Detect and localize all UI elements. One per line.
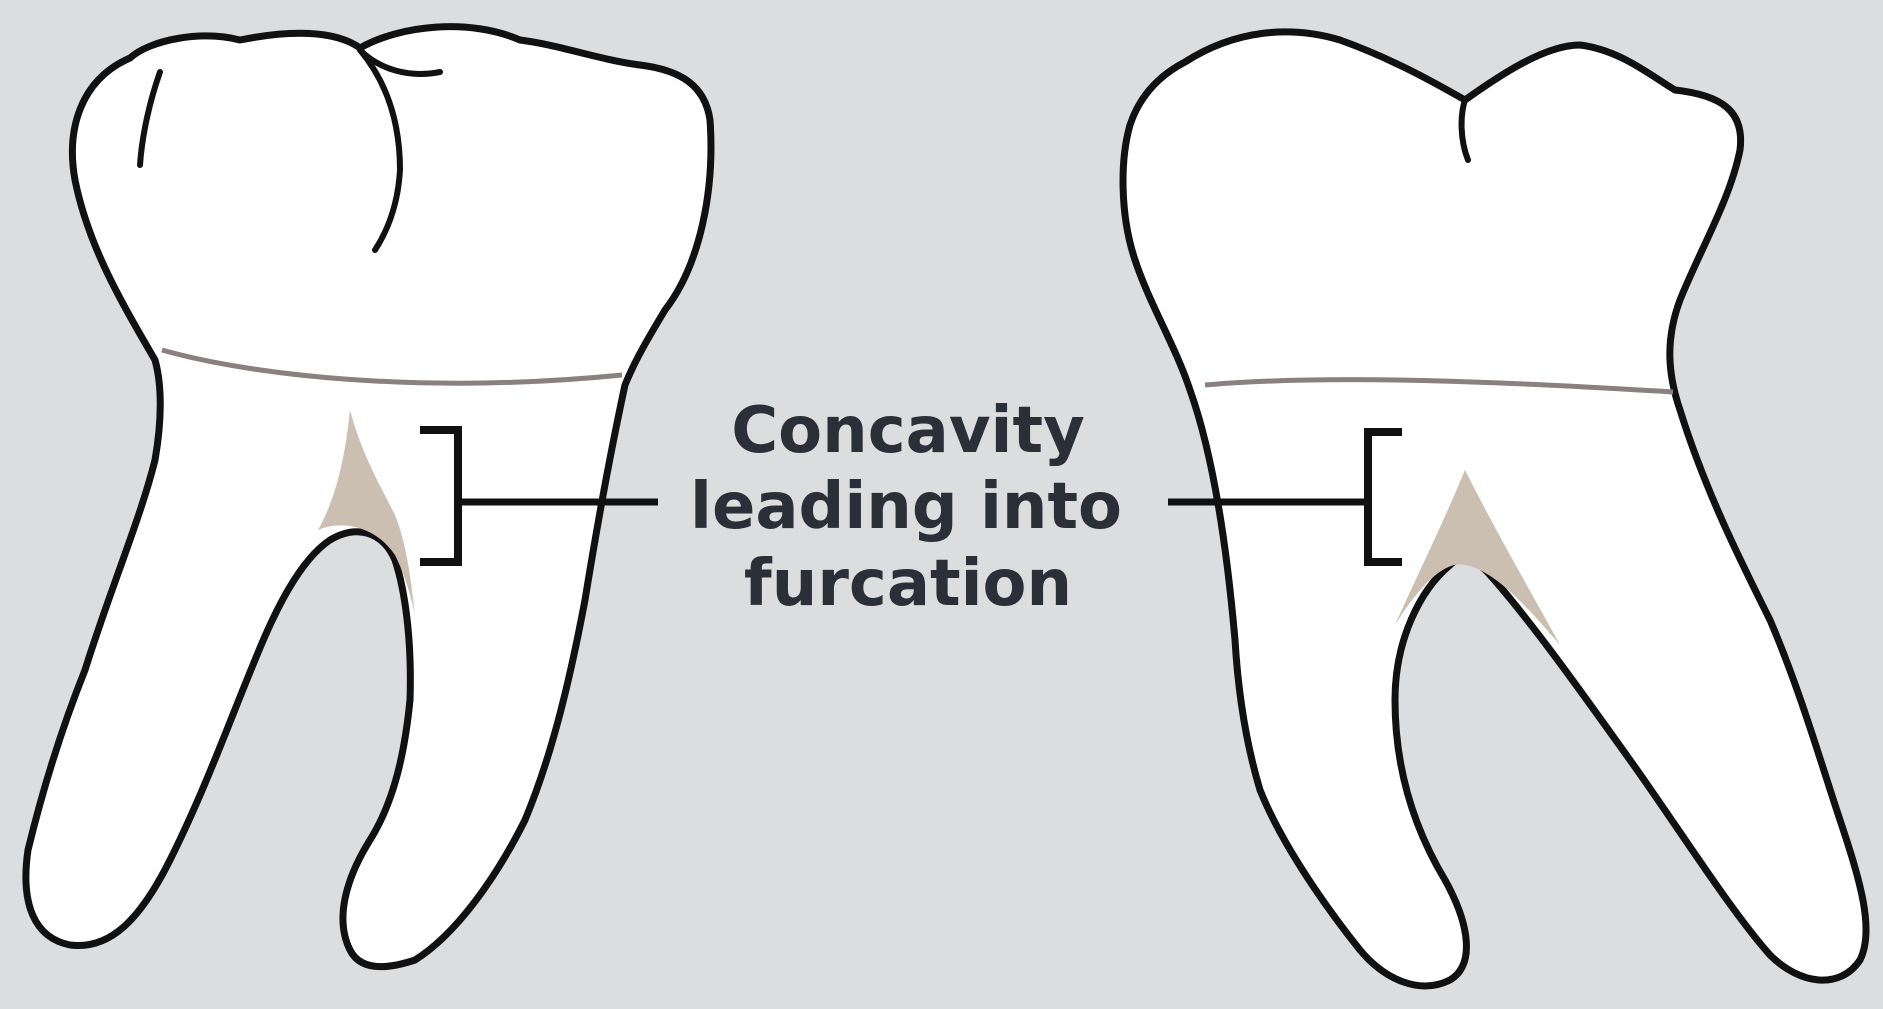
label-line-1: Concavity xyxy=(731,394,1085,468)
label-line-3: furcation xyxy=(744,547,1072,621)
label-line-2: leading into xyxy=(690,470,1122,544)
concavity-label: Concavity leading into furcation xyxy=(690,394,1122,621)
